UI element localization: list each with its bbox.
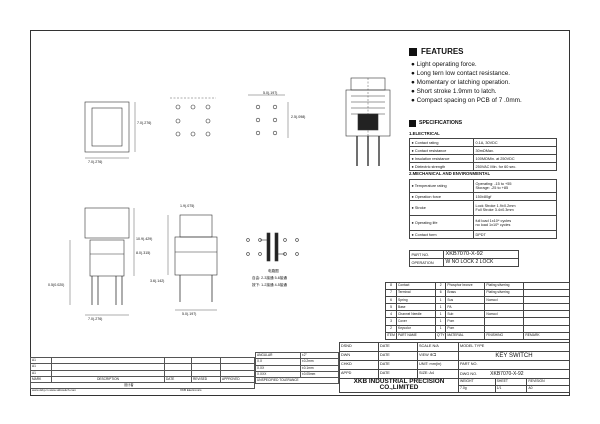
table-row: A1 — [30, 363, 255, 371]
dim-side-height: 3.6(.142) — [150, 279, 165, 283]
features-marker-icon — [409, 48, 417, 56]
section-view — [345, 77, 391, 166]
side-view — [167, 214, 218, 311]
revision-header-row: MARK DESCRIPTION DATE REVISED APPROVED — [30, 375, 255, 384]
top-view-button — [91, 107, 123, 147]
dim-pcb-height: 2.5(.098) — [291, 115, 306, 119]
footer-mid-text: XKB Electronics — [180, 388, 202, 392]
title-block: DSND DATE SCALE N/A MODEL TYPE DWN DATE … — [339, 342, 570, 393]
sheet-frame — [30, 30, 570, 396]
projection-icon: ⊕⊐ — [429, 353, 437, 358]
footer-left-text: www.xkbj.cn www.xkbswitch.com — [32, 388, 77, 392]
table-row: X.XXX±0.05mm — [255, 370, 339, 379]
feature-item: ● Short stroke 1.9mm to latch. — [411, 88, 497, 96]
mechanical-title: 2.MECHANICAL AND ENVIRONMENTAL — [409, 171, 491, 176]
tolerance-table: ANGULAR±2° X.X±0.2mm X.XX±0.1mm X.XXX±0.… — [255, 351, 339, 385]
feature-item: ● Compact spacing on PCB of 7 .0mm. — [411, 97, 522, 105]
dim-pcb-width: 5.0(.197) — [263, 91, 278, 95]
table-row: 设计者 — [30, 382, 255, 390]
table-row: A1 — [30, 369, 255, 377]
dim-front-width: 7.0(.276) — [88, 317, 103, 321]
table-row: CHKD DATE UNIT: mm(in) PART NO. — [339, 360, 570, 370]
dim-front-height-2: 8.0(.315) — [136, 251, 151, 255]
company-name: XKB INDUSTRIAL PRECISION CO.,LIMITED — [339, 378, 459, 393]
designer-label: 设计者 — [124, 383, 134, 388]
specifications-title: SPECIFICATIONS — [419, 120, 463, 126]
features-title: FEATURES — [421, 47, 464, 56]
feature-item: ● Momentary or latching operation. — [411, 79, 511, 87]
feature-item: ● Light operating force. — [411, 61, 477, 68]
table-row: X.XX±0.1mm — [255, 364, 339, 372]
table-row: ANGULAR±2° — [255, 351, 339, 360]
dim-side-width: 5.0(.197) — [182, 312, 197, 316]
drawing-sheet: 7.0(.276) 7.0(.276) 5.0(.197) 2.5(.098) … — [30, 30, 570, 396]
table-row: XKB INDUSTRIAL PRECISION CO.,LIMITED WEI… — [339, 378, 570, 393]
table-row: DWN DATE VIEW ⊕⊐ KEY SWITCH — [339, 351, 570, 361]
electrical-title: 1.ELECTRICAL — [409, 131, 440, 136]
dim-top-width: 7.0(.276) — [88, 160, 103, 164]
top-view-outline — [84, 101, 130, 153]
dim-top-height: 7.0(.276) — [137, 121, 152, 125]
table-row: PART NO.XKB7070-X-92 — [409, 250, 519, 259]
schematic-caption-2: 自由: 2-3接通 5-6接通 — [252, 276, 287, 280]
schematic-caption-3: 按下: 1-2接通 4-5接通 — [252, 283, 287, 287]
schematic — [246, 232, 299, 262]
specifications-marker-icon — [409, 120, 416, 127]
features-list: ● Light operating force. ● Long tern low… — [411, 61, 522, 106]
dim-pin: 0.5(0.020) — [48, 283, 65, 287]
schematic-caption-1: 电路图 — [268, 269, 279, 273]
pcb-layout — [170, 97, 216, 137]
table-row: X.X±0.2mm — [255, 358, 339, 366]
dim-front-height-1: 10.9(.429) — [136, 237, 153, 241]
revision-table: A1 A1 A1 MARK DESCRIPTION DATE REVISED A… — [30, 356, 255, 390]
table-row: UNSPECIFIED TOLERANCE — [255, 377, 339, 385]
pin-dot-diagram — [248, 94, 289, 138]
table-row: 7.0g 1/1 A0 — [340, 384, 570, 393]
front-view — [69, 207, 135, 316]
view-cell: VIEW ⊕⊐ — [417, 351, 459, 361]
feature-item: ● Long tern low contact resistance. — [411, 70, 511, 78]
table-row: A1 — [30, 356, 255, 365]
dim-front-top: 1.9(.075) — [180, 204, 195, 208]
table-row: DSND DATE SCALE N/A MODEL TYPE — [339, 342, 570, 352]
technical-drawings — [69, 77, 391, 316]
table-row: APPD DATE SIZE: A4 DWG NO. XKB7070-X-92 — [339, 369, 570, 379]
